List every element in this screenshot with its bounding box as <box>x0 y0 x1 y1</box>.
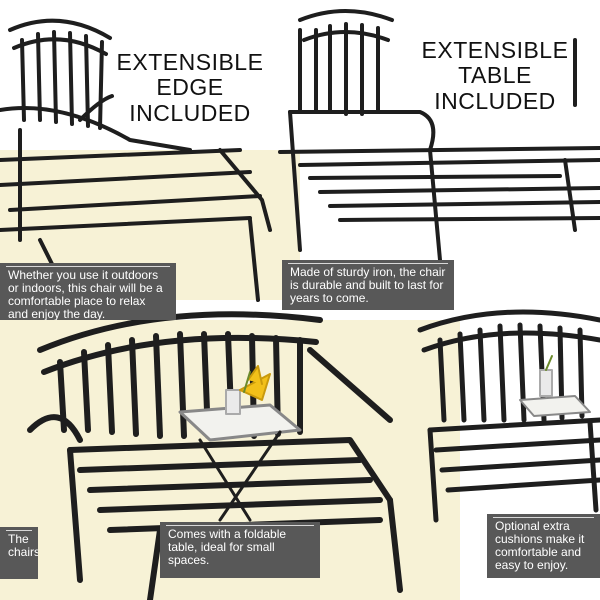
side-table-right <box>519 355 591 417</box>
heading-top-left: EXTENSIBLE EDGE INCLUDED <box>90 49 290 126</box>
heading-top-right-line-1: EXTENSIBLE TABLE <box>421 37 569 89</box>
caption-right-mid: Made of sturdy iron, the chair is durabl… <box>282 260 454 310</box>
chair-top-right <box>278 9 600 262</box>
folding-table <box>178 403 302 522</box>
caption-left-mid: Whether you use it outdoors or indoors, … <box>0 263 176 320</box>
caption-bottom-mid: Comes with a foldable table, ideal for s… <box>160 522 320 578</box>
heading-top-right-line-2: INCLUDED <box>434 87 556 114</box>
flower-vase <box>225 365 271 415</box>
caption-bottom-left-edge: The chairs, <box>0 527 38 579</box>
heading-top-left-line-2: INCLUDED <box>129 99 251 126</box>
chair-bottom-right <box>417 309 600 523</box>
heading-top-left-line-1: EXTENSIBLE EDGE <box>116 49 264 101</box>
heading-top-right: EXTENSIBLE TABLE INCLUDED <box>405 37 585 114</box>
caption-bottom-right: Optional extra cushions make it comforta… <box>487 514 600 578</box>
